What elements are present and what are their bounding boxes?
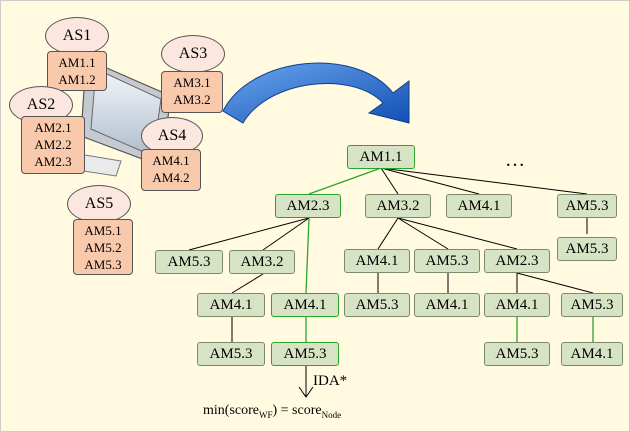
search-arrow-icon xyxy=(298,366,314,398)
tree-node-am53-child: AM5.3 xyxy=(557,237,617,261)
search-algorithm-label: IDA* xyxy=(313,373,348,389)
formula-mid: ) = score xyxy=(272,403,322,418)
service-as5: AS5 xyxy=(67,185,131,223)
method-label: AM2.2 xyxy=(34,137,72,152)
service-as1: AS1 xyxy=(45,17,109,55)
tree-node-am32-gc1: AM5.3 xyxy=(344,293,410,317)
tree-node-am32-gc2: AM4.1 xyxy=(414,293,480,317)
tree-node-am41a-child: AM5.3 xyxy=(197,342,265,366)
transform-arrow-icon xyxy=(222,62,410,124)
tree-node-am23b-c2: AM5.3 xyxy=(561,293,623,317)
service-as3: AS3 xyxy=(161,35,225,73)
tree-node-am23-c3: AM4.1 xyxy=(271,293,339,317)
method-label: AM4.1 xyxy=(152,153,190,168)
tree-node-am32-c1: AM4.1 xyxy=(344,249,410,273)
tree-edges xyxy=(188,167,594,342)
method-label: AM5.2 xyxy=(84,240,122,255)
tree-node-am23b-gc2: AM4.1 xyxy=(561,342,623,366)
highlight-path xyxy=(305,167,594,342)
formula-sub-node: Node xyxy=(321,409,342,420)
service-as4: AS4 xyxy=(141,117,203,155)
tree-node-am23-c1: AM5.3 xyxy=(155,250,223,274)
score-formula: min(scoreWF) = scoreNode xyxy=(203,403,341,420)
formula-sub-wf: WF xyxy=(258,409,273,420)
method-label: AM5.3 xyxy=(84,257,122,272)
tree-node-am53: AM5.3 xyxy=(557,194,617,218)
method-label: AM4.2 xyxy=(152,170,190,185)
service-as4-methods: AM4.1 AM4.2 xyxy=(141,149,201,191)
method-label: AM5.1 xyxy=(84,223,122,238)
method-label: AM2.1 xyxy=(34,120,72,135)
tree-node-am41b-child: AM5.3 xyxy=(271,342,339,366)
method-label: AM1.1 xyxy=(58,55,96,70)
service-as1-methods: AM1.1 AM1.2 xyxy=(47,51,107,91)
service-as5-methods: AM5.1 AM5.2 AM5.3 xyxy=(73,219,133,275)
tree-node-am23: AM2.3 xyxy=(275,194,341,218)
tree-node-am23b-c1: AM4.1 xyxy=(484,293,550,317)
method-label: AM3.2 xyxy=(173,92,211,107)
tree-root: AM1.1 xyxy=(347,145,415,169)
formula-prefix: min(score xyxy=(203,403,259,418)
tree-node-am23b-gc1: AM5.3 xyxy=(484,342,550,366)
method-label: AM2.3 xyxy=(34,154,72,169)
service-as2-methods: AM2.1 AM2.2 AM2.3 xyxy=(21,116,85,174)
method-label: AM3.1 xyxy=(173,75,211,90)
tree-node-am32a-child: AM4.1 xyxy=(197,293,265,317)
ellipsis: … xyxy=(505,149,527,171)
tree-node-am32-c3: AM2.3 xyxy=(484,249,550,273)
tree-node-am32: AM3.2 xyxy=(365,194,431,218)
tree-node-am41: AM4.1 xyxy=(446,194,512,218)
service-as3-methods: AM3.1 AM3.2 xyxy=(161,71,223,113)
tree-node-am23-c2: AM3.2 xyxy=(229,250,295,274)
method-label: AM1.2 xyxy=(58,72,96,87)
tree-node-am32-c2: AM5.3 xyxy=(414,249,480,273)
